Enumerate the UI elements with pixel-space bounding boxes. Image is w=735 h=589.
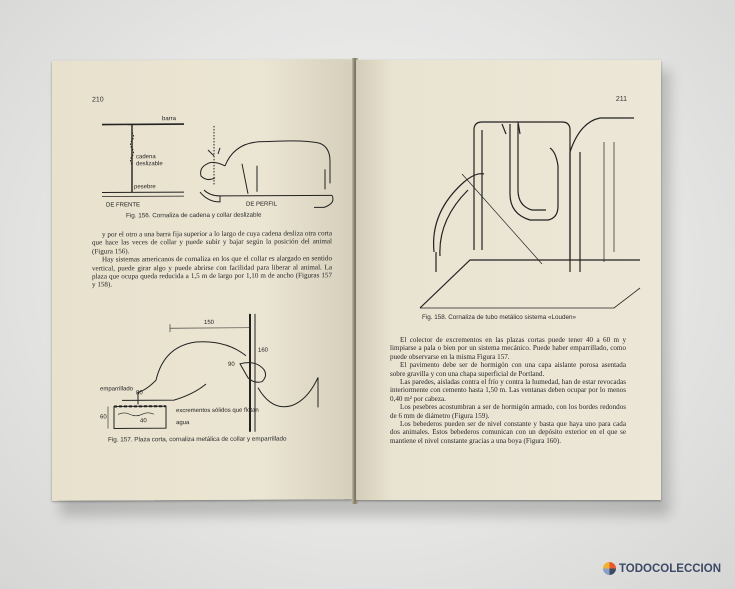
svg-text:80: 80 — [136, 390, 143, 396]
figure-156: barra cadena deslizable pesebre DE FRENT… — [102, 116, 334, 209]
paragraph: El colector de excrementos en las plazas… — [390, 336, 626, 361]
svg-text:emparrillado: emparrillado — [100, 386, 134, 392]
svg-text:60: 60 — [100, 414, 107, 420]
paragraph: El pavimento debe ser de hormigón con un… — [390, 361, 626, 378]
right-body-text: El colector de excrementos en las plazas… — [390, 336, 626, 445]
svg-text:160: 160 — [258, 348, 269, 354]
svg-text:cadena: cadena — [136, 154, 156, 160]
logo-icon — [602, 562, 616, 575]
paragraph: Los pesebres acostumbran a ser de hormig… — [390, 403, 626, 420]
left-page: 210 barra cadena deslizable pe — [52, 59, 352, 501]
open-book: 210 barra cadena deslizable pe — [52, 58, 664, 508]
svg-text:DE PERFIL: DE PERFIL — [246, 202, 278, 208]
right-page: 211 Fig. 158. Cornaliza de tubo metálico… — [356, 60, 661, 500]
svg-text:deslizable: deslizable — [136, 161, 163, 167]
svg-text:DE FRENTE: DE FRENTE — [106, 202, 140, 208]
watermark-text: TODOCOLECCION — [618, 562, 721, 575]
figure-158 — [419, 117, 641, 309]
figure-157: 150 160 90 80 60 40 emparrillado excreme… — [100, 313, 319, 432]
paragraph: y por el otro a una barra fija superior … — [92, 229, 332, 256]
watermark: TODOCOLECCION — [602, 562, 721, 575]
figure-157-caption: Fig. 157. Plaza corta, cornaliza metálic… — [108, 435, 287, 444]
figure-156-caption: Fig. 156. Cornaliza de cadena y collar d… — [126, 211, 262, 220]
svg-text:excrementos sólidos que flotan: excrementos sólidos que flotan — [176, 408, 259, 414]
svg-text:90: 90 — [228, 362, 235, 368]
paragraph: Los bebederos pueden ser de nivel consta… — [390, 420, 626, 445]
svg-text:150: 150 — [204, 320, 215, 326]
figure-158-caption: Fig. 158. Cornaliza de tubo metálico sis… — [422, 314, 577, 321]
left-body-text: y por el otro a una barra fija superior … — [92, 229, 332, 289]
svg-text:barra: barra — [162, 116, 177, 122]
page-number-right: 211 — [615, 96, 627, 103]
svg-text:pesebre: pesebre — [134, 184, 156, 190]
paragraph: Hay sistemas americanos de cornaliza en … — [92, 254, 332, 290]
svg-text:agua: agua — [176, 420, 190, 426]
paragraph: Las paredes, aisladas contra el frío y c… — [390, 378, 626, 403]
book-spine — [352, 58, 358, 504]
svg-text:40: 40 — [140, 418, 147, 424]
page-number-left: 210 — [92, 96, 104, 104]
